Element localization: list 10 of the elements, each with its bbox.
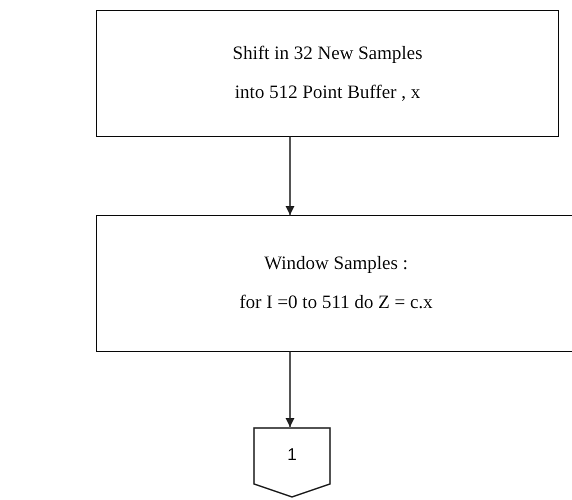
process-box — [96, 10, 559, 137]
step-heading: Shift in 32 New Samples — [232, 42, 422, 66]
step-text: into 512 Point Buffer , x — [234, 82, 420, 104]
step-text: 1 — [287, 445, 297, 466]
arrow — [286, 137, 294, 215]
step-heading: Window Samples : — [264, 252, 408, 276]
step-text: for I =0 to 511 do Z = c.x — [239, 292, 433, 314]
arrow — [286, 352, 294, 427]
process-box — [96, 215, 572, 352]
off-page-connector — [253, 427, 331, 498]
